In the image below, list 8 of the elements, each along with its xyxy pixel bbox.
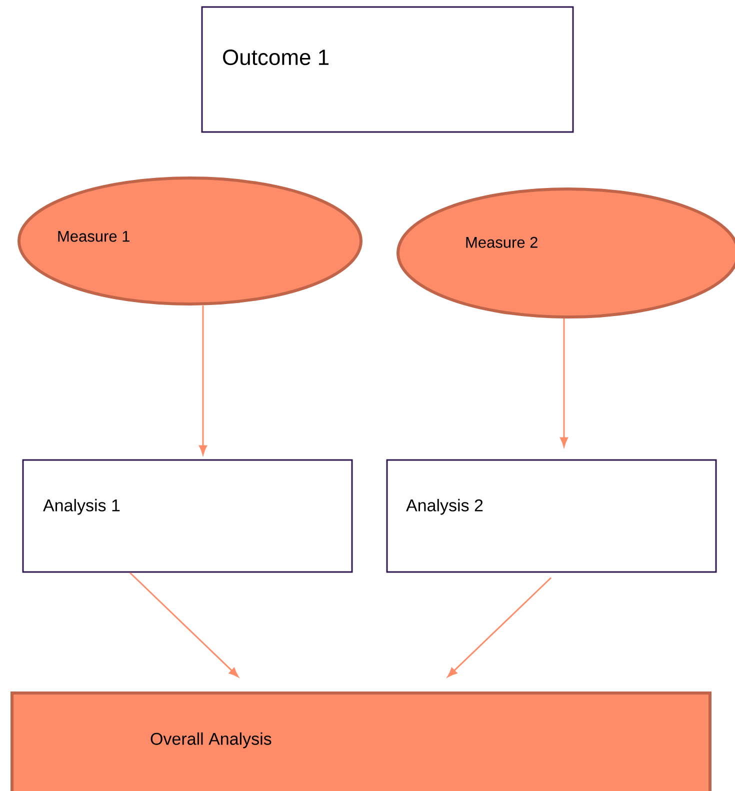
analysis-box: Analysis 2	[386, 459, 717, 573]
arrow	[129, 572, 239, 678]
arrow	[448, 577, 552, 678]
outcome-box: Outcome 1	[201, 6, 574, 133]
analysis-box: Analysis 1	[22, 459, 353, 573]
arrow	[199, 306, 207, 455]
overall-analysis-bar: Overall Analysis	[10, 692, 712, 791]
arrow	[560, 318, 568, 447]
